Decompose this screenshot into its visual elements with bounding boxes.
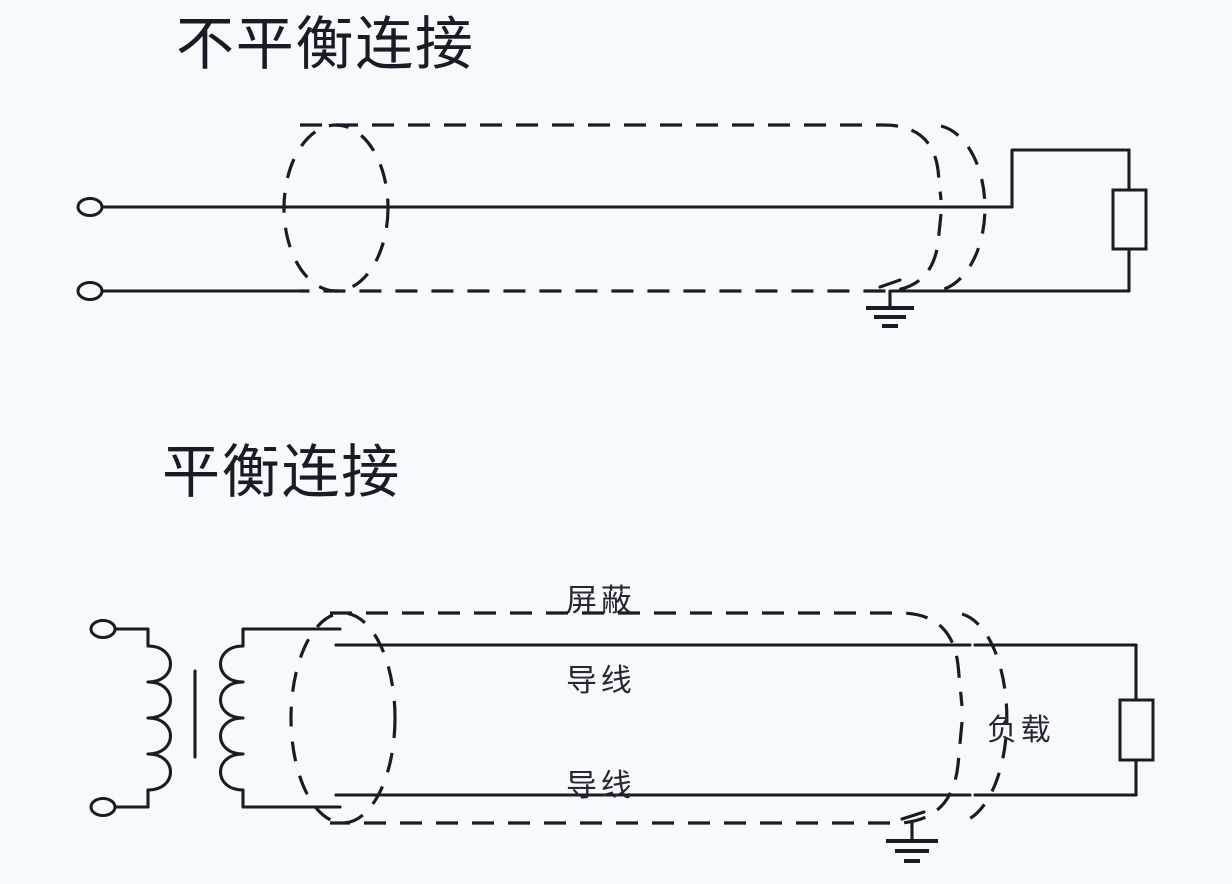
shield-cross-section-ellipse-lower: [289, 611, 397, 825]
load-resistor-lower: [1118, 698, 1155, 762]
terminal-primary-top-icon: [89, 619, 117, 639]
balanced-diagram: [89, 611, 1155, 863]
shield-bottom-run: [300, 213, 943, 293]
label-wire-top: 导线: [566, 663, 636, 698]
ground-symbol-lower: [886, 810, 938, 863]
unbalanced-diagram: [76, 123, 1148, 328]
secondary-lead-top: [241, 627, 342, 648]
shield-bottom-run-lower: [330, 721, 964, 825]
shield-envelope-upper: [300, 123, 943, 293]
shield-top-run-lower: [330, 611, 964, 707]
shield-top-run: [300, 123, 943, 201]
signal-conductor-bottom: [76, 281, 302, 301]
primary-lead-bottom: [113, 788, 150, 809]
shield-envelope-lower: [330, 611, 964, 825]
label-load: 负载: [987, 714, 1055, 747]
load-lead-top: [962, 148, 1131, 209]
ground-symbol-upper: [866, 278, 914, 328]
shield-termination-arc-lower: [961, 612, 1009, 824]
terminal-primary-bottom-icon: [89, 797, 117, 817]
terminal-bottom-left-icon: [76, 281, 104, 301]
signal-conductor-top: [76, 197, 982, 217]
secondary-lead-bottom: [241, 788, 342, 809]
secondary-winding: [218, 644, 245, 792]
primary-winding: [146, 644, 173, 792]
load-circuit-lower: [973, 643, 1155, 797]
label-shield: 屏蔽: [566, 583, 636, 618]
shield-cross-section-ellipse: [282, 123, 390, 293]
page-title-unbalanced: 不平衡连接: [176, 12, 475, 77]
transformer-primary: [89, 619, 173, 817]
inner-conductors: [334, 643, 972, 797]
primary-lead-top: [113, 627, 150, 648]
ground-tick-upper: [878, 278, 902, 289]
terminal-top-left-icon: [76, 197, 104, 217]
transformer-secondary: [218, 627, 342, 809]
load-circuit-upper: [890, 148, 1148, 293]
load-resistor-upper: [1111, 188, 1148, 251]
page-title-balanced: 平衡连接: [162, 440, 401, 505]
label-wire-bottom: 导线: [566, 768, 636, 803]
ground-tick-lower: [900, 810, 926, 821]
